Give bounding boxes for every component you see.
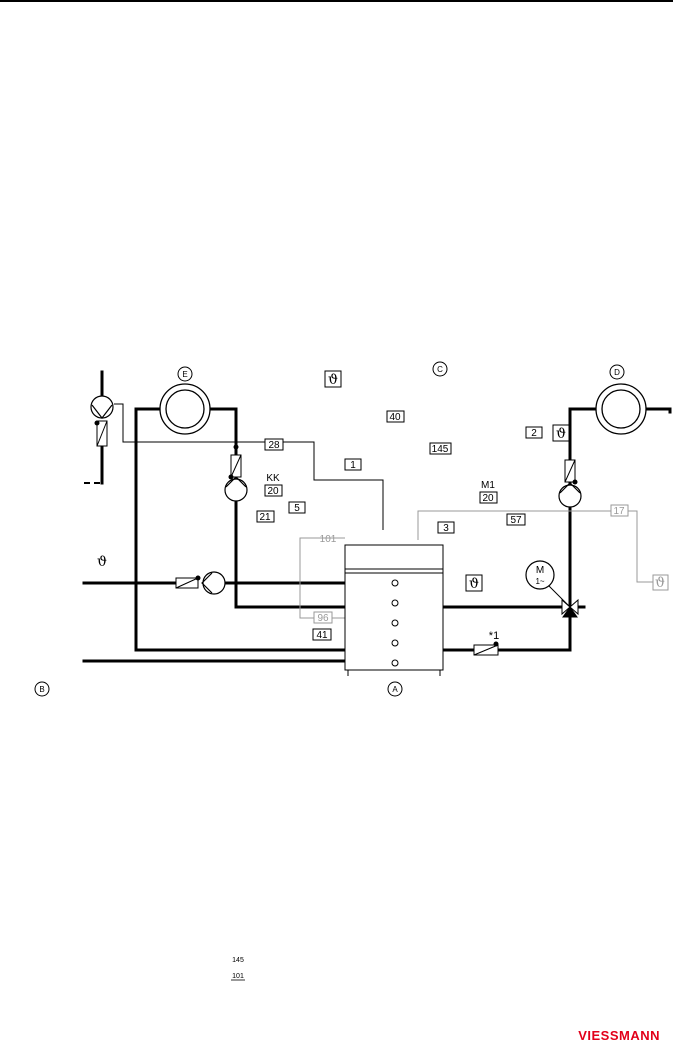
letter-circles (34, 361, 625, 697)
legend-item-145: 145 (232, 957, 244, 964)
sensor-flow-right-icon: ϑ (556, 426, 566, 442)
check-valves (96, 420, 576, 656)
legend-item-101: 101 (232, 973, 244, 980)
pump-left-circuit-icon (224, 476, 248, 502)
terminal-28: 28 (268, 440, 280, 451)
terminal-2: 2 (531, 428, 537, 439)
terminal-21: 21 (259, 512, 271, 523)
pipe-return-left (134, 407, 347, 652)
terminal-57: 57 (510, 515, 522, 526)
junction-dots (94, 420, 578, 647)
label-c: C (437, 365, 443, 374)
terminal-3: 3 (443, 523, 449, 534)
mixing-valve-icon (548, 585, 579, 618)
mixer-motor-label-top: M (536, 565, 544, 576)
sensor-flow-right-box (552, 424, 570, 442)
note-star-1: *1 (489, 630, 499, 642)
label-b: B (39, 685, 44, 694)
terminal-101: 101 (320, 534, 337, 545)
sensor-right-grey-icon: ϑ (655, 575, 665, 591)
label-e: E (182, 370, 187, 379)
pipe-right-riser (568, 407, 600, 609)
terminal-41: 41 (316, 630, 328, 641)
label-a: A (392, 685, 398, 694)
boiler (344, 544, 444, 676)
brand-logo: VIESSMANN (578, 1028, 660, 1043)
pump-solar-icon (90, 395, 114, 419)
sensor-outdoor-box (324, 370, 342, 388)
control-wires (114, 403, 384, 530)
terminal-20-m1: 20 (482, 493, 494, 504)
sensor-dhw-icon: ϑ (97, 554, 107, 570)
pipe-return-right (432, 615, 572, 652)
terminal-145: 145 (432, 444, 449, 455)
terminal-20-kk: 20 (267, 486, 279, 497)
mixer-motor-label-bottom: 1~ (535, 577, 544, 586)
pipe-right-top (643, 407, 672, 414)
sensor-right-grey-box (652, 574, 669, 591)
sensor-outdoor-icon: ϑ (328, 372, 338, 388)
wire-sensor-left (114, 403, 384, 530)
terminal-boxes-grey (313, 504, 629, 624)
mixer-motor-icon (525, 560, 555, 590)
terminal-17: 17 (613, 506, 625, 517)
terminal-40: 40 (389, 412, 401, 423)
pump-dhw-icon (201, 571, 226, 595)
pipe-flow-left (208, 407, 347, 609)
label-kk: KK (266, 473, 280, 484)
label-d: D (614, 368, 620, 377)
heating-circuit-e-icon (159, 383, 211, 435)
label-m1: M1 (481, 480, 495, 491)
pump-right-circuit-icon (558, 482, 582, 508)
sensor-boiler-icon: ϑ (469, 576, 479, 592)
header-rule (0, 0, 673, 2)
terminal-96: 96 (317, 613, 329, 624)
sensor-boiler-box (465, 574, 483, 592)
heating-circuit-d-icon (595, 383, 647, 435)
wire-grey-right (417, 510, 653, 583)
terminal-5: 5 (294, 503, 300, 514)
terminal-1: 1 (350, 460, 356, 471)
terminal-boxes (256, 410, 543, 641)
